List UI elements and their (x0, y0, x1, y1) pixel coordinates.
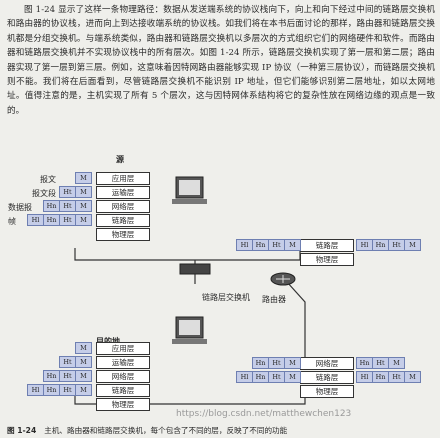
switch-label: 链路层交换机 (202, 293, 250, 302)
hdr-hl: Hl (356, 371, 373, 383)
hdr-ht: Ht (59, 384, 76, 396)
hdr-hn: Hn (43, 370, 60, 382)
src-physical-layer: 物理层 (96, 228, 150, 241)
switch-link-layer: 链路层 (300, 239, 354, 252)
unit-label-segment: 报文段 (32, 189, 56, 198)
source-label: 源 (116, 155, 124, 164)
src-network-layer: 网络层 (96, 200, 150, 213)
hdr-m: M (75, 186, 92, 198)
router-link-layer: 链路层 (300, 371, 354, 384)
unit-label-frame: 帧 (8, 217, 16, 226)
hdr-m: M (404, 239, 421, 251)
body-paragraph: 图 1-24 显示了这样一条物理路径：数据从发送端系统的协议栈向下，向上和向下经… (7, 5, 435, 116)
hdr-ht: Ht (388, 371, 405, 383)
hdr-ht: Ht (268, 239, 285, 251)
hdr-m: M (75, 356, 92, 368)
hdr-hl: Hl (27, 214, 44, 226)
hdr-ht: Ht (59, 356, 76, 368)
hdr-hl: Hl (356, 239, 373, 251)
router-icon (270, 272, 296, 286)
hdr-m: M (75, 214, 92, 226)
protocol-figure: 源 目的地 链路层交换机 路由器 报文 报文段 数据报 帧 应用层 运输层 网络… (0, 152, 440, 438)
router-network-layer: 网络层 (300, 357, 354, 370)
hdr-hn: Hn (252, 357, 269, 369)
hdr-hn: Hn (372, 371, 389, 383)
hdr-m: M (75, 342, 92, 354)
src-transport-layer: 运输层 (96, 186, 150, 199)
hdr-m: M (284, 357, 301, 369)
hdr-ht: Ht (268, 357, 285, 369)
hdr-hl: Hl (236, 371, 253, 383)
hdr-m: M (284, 239, 301, 251)
hdr-ht: Ht (372, 357, 389, 369)
dst-app-layer: 应用层 (96, 342, 150, 355)
figure-caption: 图 1-24 主机、路由器和链路层交换机，每个包含了不同的层，反映了不同的功能 (7, 425, 287, 436)
hdr-hl: Hl (236, 239, 253, 251)
hdr-ht: Ht (59, 214, 76, 226)
hdr-m: M (404, 371, 421, 383)
hdr-ht: Ht (268, 371, 285, 383)
hdr-ht: Ht (59, 186, 76, 198)
hdr-ht: Ht (59, 200, 76, 212)
hdr-hl: Hl (27, 384, 44, 396)
hdr-m: M (75, 200, 92, 212)
caption-text: 主机、路由器和链路层交换机，每个包含了不同的层，反映了不同的功能 (44, 426, 288, 435)
router-physical-layer: 物理层 (300, 385, 354, 398)
dest-computer-icon (172, 316, 207, 344)
dst-transport-layer: 运输层 (96, 356, 150, 369)
hdr-hn: Hn (252, 239, 269, 251)
hdr-ht: Ht (59, 370, 76, 382)
link-switch-icon (179, 263, 211, 275)
dest-label: 目的地 (96, 336, 120, 347)
hdr-hn: Hn (356, 357, 373, 369)
hdr-hn: Hn (43, 200, 60, 212)
switch-physical-layer: 物理层 (300, 253, 354, 266)
unit-label-datagram: 数据报 (8, 203, 32, 212)
hdr-m: M (284, 371, 301, 383)
unit-label-message: 报文 (40, 175, 56, 184)
hdr-m: M (75, 384, 92, 396)
hdr-hn: Hn (372, 239, 389, 251)
src-app-layer: 应用层 (96, 172, 150, 185)
hdr-hn: Hn (252, 371, 269, 383)
caption-number: 图 1-24 (7, 426, 37, 435)
hdr-hn: Hn (43, 384, 60, 396)
hdr-ht: Ht (388, 239, 405, 251)
router-label: 路由器 (262, 295, 286, 304)
hdr-m: M (388, 357, 405, 369)
src-link-layer: 链路层 (96, 214, 150, 227)
hdr-m: M (75, 172, 92, 184)
dst-network-layer: 网络层 (96, 370, 150, 383)
dst-physical-layer: 物理层 (96, 398, 150, 411)
source-computer-icon (172, 176, 207, 204)
hdr-m: M (75, 370, 92, 382)
hdr-hn: Hn (43, 214, 60, 226)
dst-link-layer: 链路层 (96, 384, 150, 397)
watermark: https://blog.csdn.net/matthewchen123 (176, 409, 352, 419)
